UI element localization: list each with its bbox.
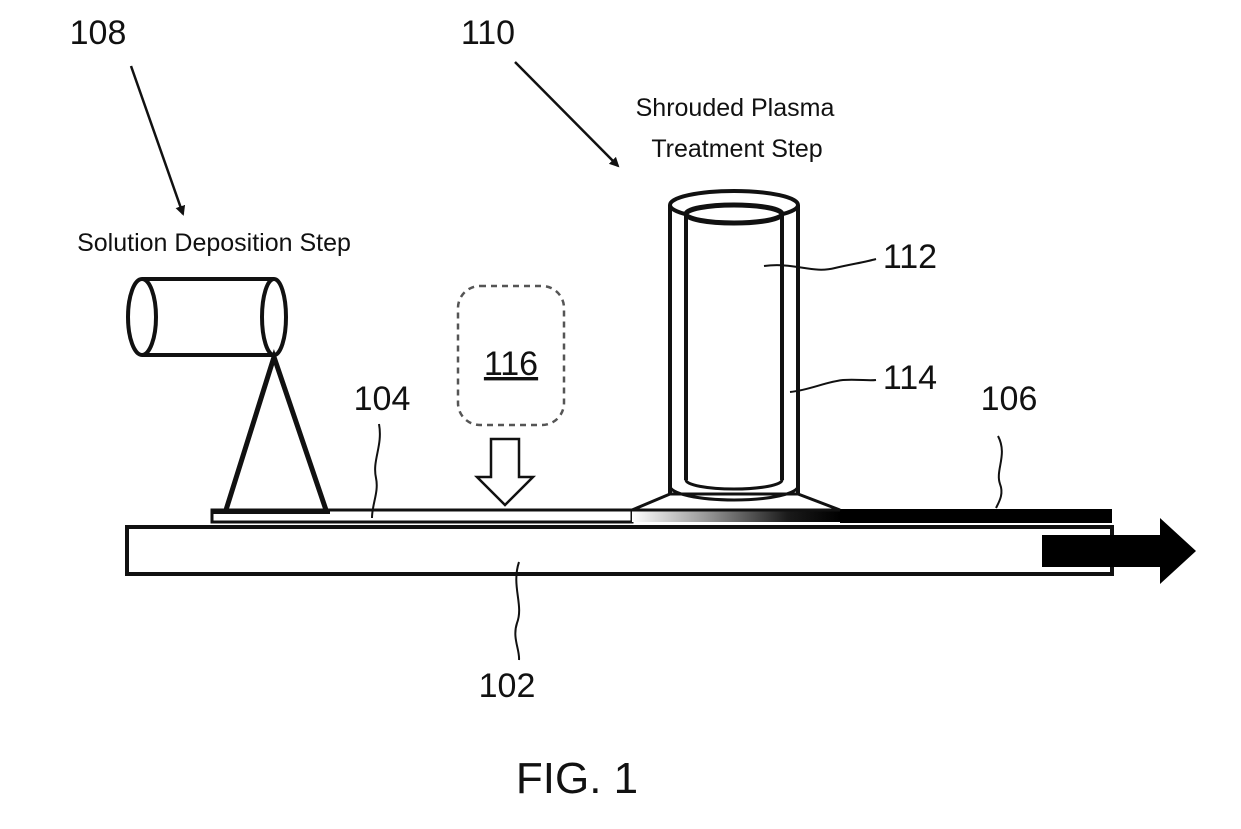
ref-112-label: 112 (883, 238, 937, 276)
optional-step-arrow (477, 439, 533, 505)
ref-110-label: 110 (461, 14, 515, 52)
plasma-step-caption-line2: Treatment Step (651, 135, 822, 163)
treated-film (840, 509, 1112, 523)
solution-step-caption: Solution Deposition Step (77, 229, 351, 257)
solution-deposition-device (128, 279, 330, 512)
shrouded-plasma-device (632, 191, 840, 510)
ref-108-label: 108 (70, 14, 127, 52)
substrate (127, 527, 1112, 574)
figure-caption: FIG. 1 (516, 754, 638, 803)
leader-line-114 (790, 380, 876, 392)
ref-106-label: 106 (981, 380, 1038, 418)
treated-film-transition (632, 510, 840, 522)
leader-line-106 (996, 436, 1002, 508)
ref-114-label: 114 (883, 359, 937, 397)
leader-arrow-110 (515, 62, 618, 166)
plasma-step-caption-line1: Shrouded Plasma (636, 94, 835, 122)
leader-line-102 (515, 562, 519, 660)
ref-116-label: 116 (484, 345, 538, 383)
leader-line-104 (372, 424, 380, 518)
leader-arrow-108 (131, 66, 183, 214)
ref-104-label: 104 (354, 380, 411, 418)
ref-102-label: 102 (479, 667, 536, 705)
